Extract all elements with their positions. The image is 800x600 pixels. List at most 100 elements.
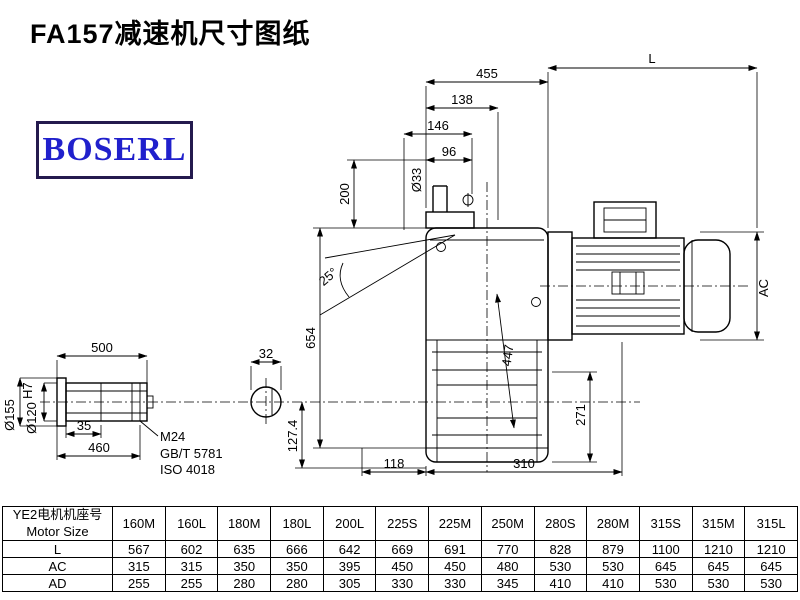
spec-value: 410 [586, 574, 640, 592]
page-title: FA157减速机尺寸图纸 [30, 19, 311, 49]
dim-dia33-label: Ø33 [409, 168, 424, 193]
spec-value: 450 [428, 557, 482, 575]
spec-value: 645 [691, 557, 746, 575]
spec-value: 280 [270, 574, 324, 592]
table-corner-header: YE2电机机座号 Motor Size [2, 506, 113, 541]
spec-value: 255 [164, 574, 219, 592]
spec-value: 255 [112, 574, 166, 592]
spec-value: 645 [638, 557, 693, 575]
dim-455-label: 455 [476, 66, 498, 81]
std-gb-label: GB/T 5781 [160, 446, 223, 461]
spec-value: 669 [375, 540, 430, 558]
dim-500-label: 500 [91, 340, 113, 355]
spec-value: 315 [164, 557, 219, 575]
dim-138-label: 138 [451, 92, 473, 107]
spec-value: 567 [112, 540, 166, 558]
motor-size-header: 315L [744, 506, 798, 541]
boserl-logo: BOSERL [36, 121, 193, 179]
spec-value: 1210 [691, 540, 746, 558]
spec-value: 450 [375, 557, 430, 575]
spec-value: 350 [270, 557, 324, 575]
spec-value: 330 [428, 574, 482, 592]
dim-118-label: 118 [384, 456, 405, 471]
spec-value: 642 [322, 540, 377, 558]
motor-size-header: 315S [638, 506, 693, 541]
table-header-cn: YE2电机机座号 [12, 507, 103, 523]
spec-value: 770 [480, 540, 535, 558]
boserl-logo-text: BOSERL [42, 131, 187, 168]
dim-L-label: L [648, 51, 655, 66]
spec-value: 345 [480, 574, 535, 592]
motor-side-view [547, 201, 731, 341]
dim-96-label: 96 [442, 144, 456, 159]
dim-146-label: 146 [427, 118, 449, 133]
dim-dia120-base: Ø120 [24, 402, 39, 434]
dim-32-label: 32 [259, 346, 273, 361]
spec-value: 645 [744, 557, 798, 575]
spec-value: 530 [533, 557, 588, 575]
spec-value: 410 [533, 574, 588, 592]
motor-size-header: 180M [217, 506, 272, 541]
std-iso-label: ISO 4018 [160, 462, 215, 477]
dim-310-label: 310 [513, 456, 535, 471]
motor-size-header: 225S [375, 506, 430, 541]
motor-size-header: 160L [164, 506, 219, 541]
spec-value: 530 [744, 574, 798, 592]
dim-447-label: 447 [499, 344, 517, 368]
dimension-lines [17, 65, 760, 475]
motor-size-header: 315M [691, 506, 746, 541]
dimension-labels: L 455 138 146 96 Ø33 200 25° 654 447 AC … [2, 51, 771, 477]
motor-size-header: 180L [270, 506, 324, 541]
dim-dia155-label: Ø155 [2, 399, 17, 431]
spec-value: 879 [586, 540, 640, 558]
dim-271-label: 271 [573, 404, 588, 426]
spec-value: 691 [428, 540, 482, 558]
dim-127-label: 127.4 [285, 420, 300, 453]
spec-value: 280 [217, 574, 272, 592]
spec-value: 1210 [744, 540, 798, 558]
dim-25deg-label: 25° [316, 264, 341, 288]
angle-25-lines [319, 234, 456, 316]
spec-value: 666 [270, 540, 324, 558]
gearbox-front-view [425, 185, 549, 463]
motor-size-header: 200L [322, 506, 377, 541]
spec-value: 530 [586, 557, 640, 575]
dimension-drawing: L 455 138 146 96 Ø33 200 25° 654 447 AC … [2, 51, 771, 477]
shaft-end-view [250, 386, 282, 418]
table-header-en: Motor Size [26, 523, 89, 539]
spec-value: 330 [375, 574, 430, 592]
dim-200-label: 200 [337, 183, 352, 205]
row-label-AC: AC [2, 557, 113, 575]
spec-value: 350 [217, 557, 272, 575]
row-label-AD: AD [2, 574, 113, 592]
thread-m24-label: M24 [160, 429, 185, 444]
spec-value: 315 [112, 557, 166, 575]
motor-size-header: 160M [112, 506, 166, 541]
spec-value: 305 [322, 574, 377, 592]
spec-value: 635 [217, 540, 272, 558]
motor-size-header: 225M [428, 506, 482, 541]
spec-value: 530 [638, 574, 693, 592]
spec-value: 1100 [638, 540, 693, 558]
dim-460-label: 460 [88, 440, 110, 455]
spec-value: 602 [164, 540, 219, 558]
dim-dia120-sup: H7 [20, 382, 35, 399]
spec-value: 530 [691, 574, 746, 592]
dim-35-label: 35 [77, 418, 91, 433]
centerlines [40, 182, 750, 472]
output-shaft-detail [56, 377, 159, 437]
motor-size-header: 280S [533, 506, 588, 541]
spec-value: 480 [480, 557, 535, 575]
spec-value: 395 [322, 557, 377, 575]
motor-size-header: 250M [480, 506, 535, 541]
dim-654-label: 654 [303, 327, 318, 349]
spec-value: 828 [533, 540, 588, 558]
dim-AC-label: AC [756, 279, 771, 297]
motor-size-header: 280M [586, 506, 640, 541]
dim-dia120-label: Ø120 H7 [20, 382, 39, 434]
